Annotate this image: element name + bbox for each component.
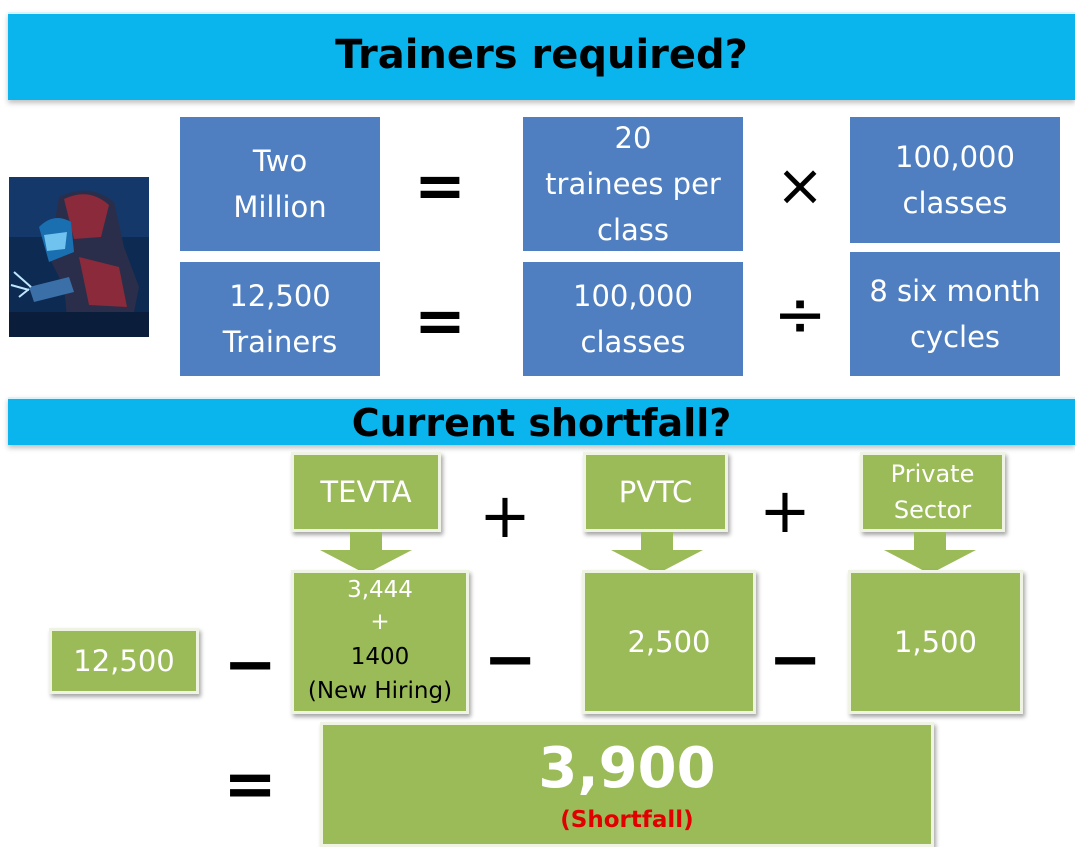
classes-box-2: 100,000 classes xyxy=(523,262,743,376)
eq1-right-line1: 100,000 xyxy=(895,140,1015,174)
eq2-right-line1: 8 six month xyxy=(869,274,1041,308)
tevta-value-note: (New Hiring) xyxy=(307,678,453,704)
plus-sign-1: + xyxy=(479,478,531,552)
eq1-middle-line2: trainees per xyxy=(545,167,721,201)
minus-sign-3: − xyxy=(768,623,822,697)
result-box: 3,900 (Shortfall) xyxy=(320,722,934,847)
eq2-left-line1: 12,500 xyxy=(229,279,331,313)
private-arrow-shaft xyxy=(914,532,946,550)
welder-illustration xyxy=(9,177,149,337)
tevta-box: TEVTA xyxy=(291,452,441,532)
tevta-value-box: 3,444 + 1400 (New Hiring) xyxy=(291,570,469,714)
eq2-left-line2: Trainers xyxy=(222,325,338,359)
private-value-box: 1,500 xyxy=(848,570,1023,714)
cycles-box: 8 six month cycles xyxy=(850,252,1060,376)
minus-sign-2: − xyxy=(483,623,537,697)
welder-image xyxy=(9,177,149,337)
classes-box-1: 100,000 classes xyxy=(850,117,1060,243)
tevta-arrow-shaft xyxy=(350,532,382,550)
eq1-right-line2: classes xyxy=(902,186,1008,220)
plus-sign-2: + xyxy=(759,473,811,547)
shortfall-label: (Shortfall) xyxy=(560,807,694,833)
eq2-middle-line2: classes xyxy=(580,325,686,359)
section-banner: Current shortfall? xyxy=(8,397,1075,445)
eq1-left-line2: Million xyxy=(233,190,327,224)
result-equals-sign: = xyxy=(223,748,277,822)
tevta-value-line2: 1400 xyxy=(350,644,410,670)
minus-sign-1: − xyxy=(223,628,277,702)
eq2-equals-sign: = xyxy=(414,283,466,357)
private-label-line2: Sector xyxy=(893,496,972,524)
total-trainers-box: 12,500 xyxy=(49,628,199,694)
shortfall-value: 3,900 xyxy=(538,736,716,801)
pvtc-value-box: 2,500 xyxy=(582,570,756,714)
multiply-sign: × xyxy=(775,151,825,219)
eq1-left-line1: Two xyxy=(252,144,308,178)
eq2-middle-line1: 100,000 xyxy=(573,279,693,313)
tevta-value-plus: + xyxy=(370,609,390,635)
eq1-middle-line1: 20 xyxy=(614,121,652,155)
section-title: Current shortfall? xyxy=(351,401,732,445)
private-label-line1: Private xyxy=(890,460,975,488)
eq1-middle-line3: class xyxy=(597,213,669,247)
eq2-right-line2: cycles xyxy=(909,320,1001,354)
page-title: Trainers required? xyxy=(335,32,748,78)
trainees-per-class-box: 20 trainees per class xyxy=(523,117,743,251)
tevta-value-line1: 3,444 xyxy=(347,577,413,603)
eq1-equals-sign: = xyxy=(414,148,466,222)
title-banner: Trainers required? xyxy=(8,12,1075,100)
pvtc-box: PVTC xyxy=(583,452,728,532)
pvtc-arrow-shaft xyxy=(641,532,673,550)
divide-sign: ÷ xyxy=(773,278,827,352)
